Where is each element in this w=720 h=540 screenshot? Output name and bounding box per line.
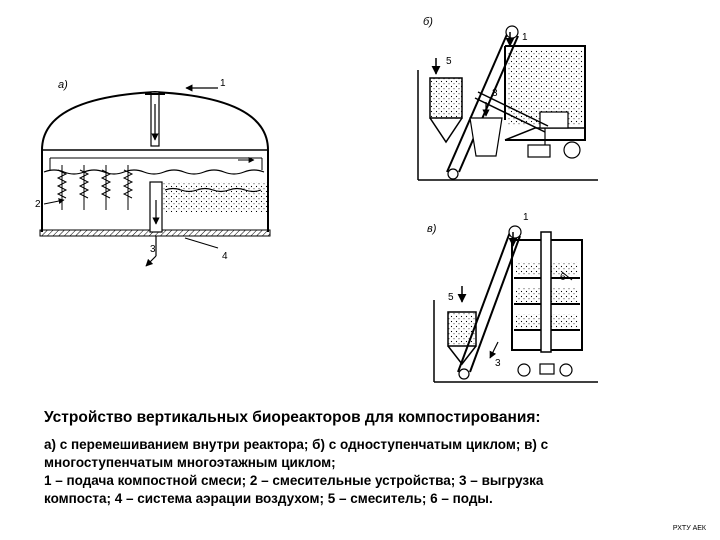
panel-a-reactor: а) 1 3 [35, 78, 271, 267]
central-shaft [540, 231, 552, 353]
callout-b-5: 5 [446, 56, 452, 67]
caption-line: а) с перемешиванием внутри реактора; б) … [44, 437, 549, 452]
compost-surface [43, 169, 265, 175]
panel-b-label: б) [423, 16, 433, 28]
footer-credit: РХТУ АЕК [672, 525, 706, 532]
panel-b-reactor: б) 5 1 3 [417, 16, 598, 181]
caption-line: 1 – подача компостной смеси; 2 – смесите… [44, 473, 544, 488]
caption-line: многоступенчатым многоэтажным циклом; [44, 455, 336, 470]
panel-a-label: а) [58, 79, 68, 91]
caption-title: Устройство вертикальных биореакторов для… [44, 409, 541, 426]
callout-c-5: 5 [448, 292, 454, 303]
callout-a-4: 4 [222, 251, 228, 262]
callout-c-1: 1 [523, 212, 529, 223]
callout-a-2: 2 [35, 199, 41, 210]
caption-line: компоста; 4 – система аэрации воздухом; … [44, 491, 493, 506]
inclined-conveyor [446, 31, 509, 173]
callout-b-1: 1 [522, 32, 528, 43]
figure-caption: Устройство вертикальных биореакторов для… [44, 408, 684, 508]
mixer-bin [429, 77, 463, 119]
callout-c-6: 6 [560, 272, 566, 283]
callout-b-3: 3 [492, 88, 498, 99]
mixer-bin-c [447, 311, 477, 347]
callout-a-1: 1 [220, 78, 226, 89]
inclined-conveyor-c [457, 231, 511, 373]
panel-c-reactor: в) 6 5 1 3 [427, 212, 598, 383]
mixing-screws [56, 165, 134, 210]
panel-c-label: в) [427, 223, 437, 235]
callout-c-3: 3 [495, 358, 501, 369]
diagram-illustrations: а) 1 3 [35, 16, 598, 383]
callout-a-3: 3 [150, 244, 156, 255]
